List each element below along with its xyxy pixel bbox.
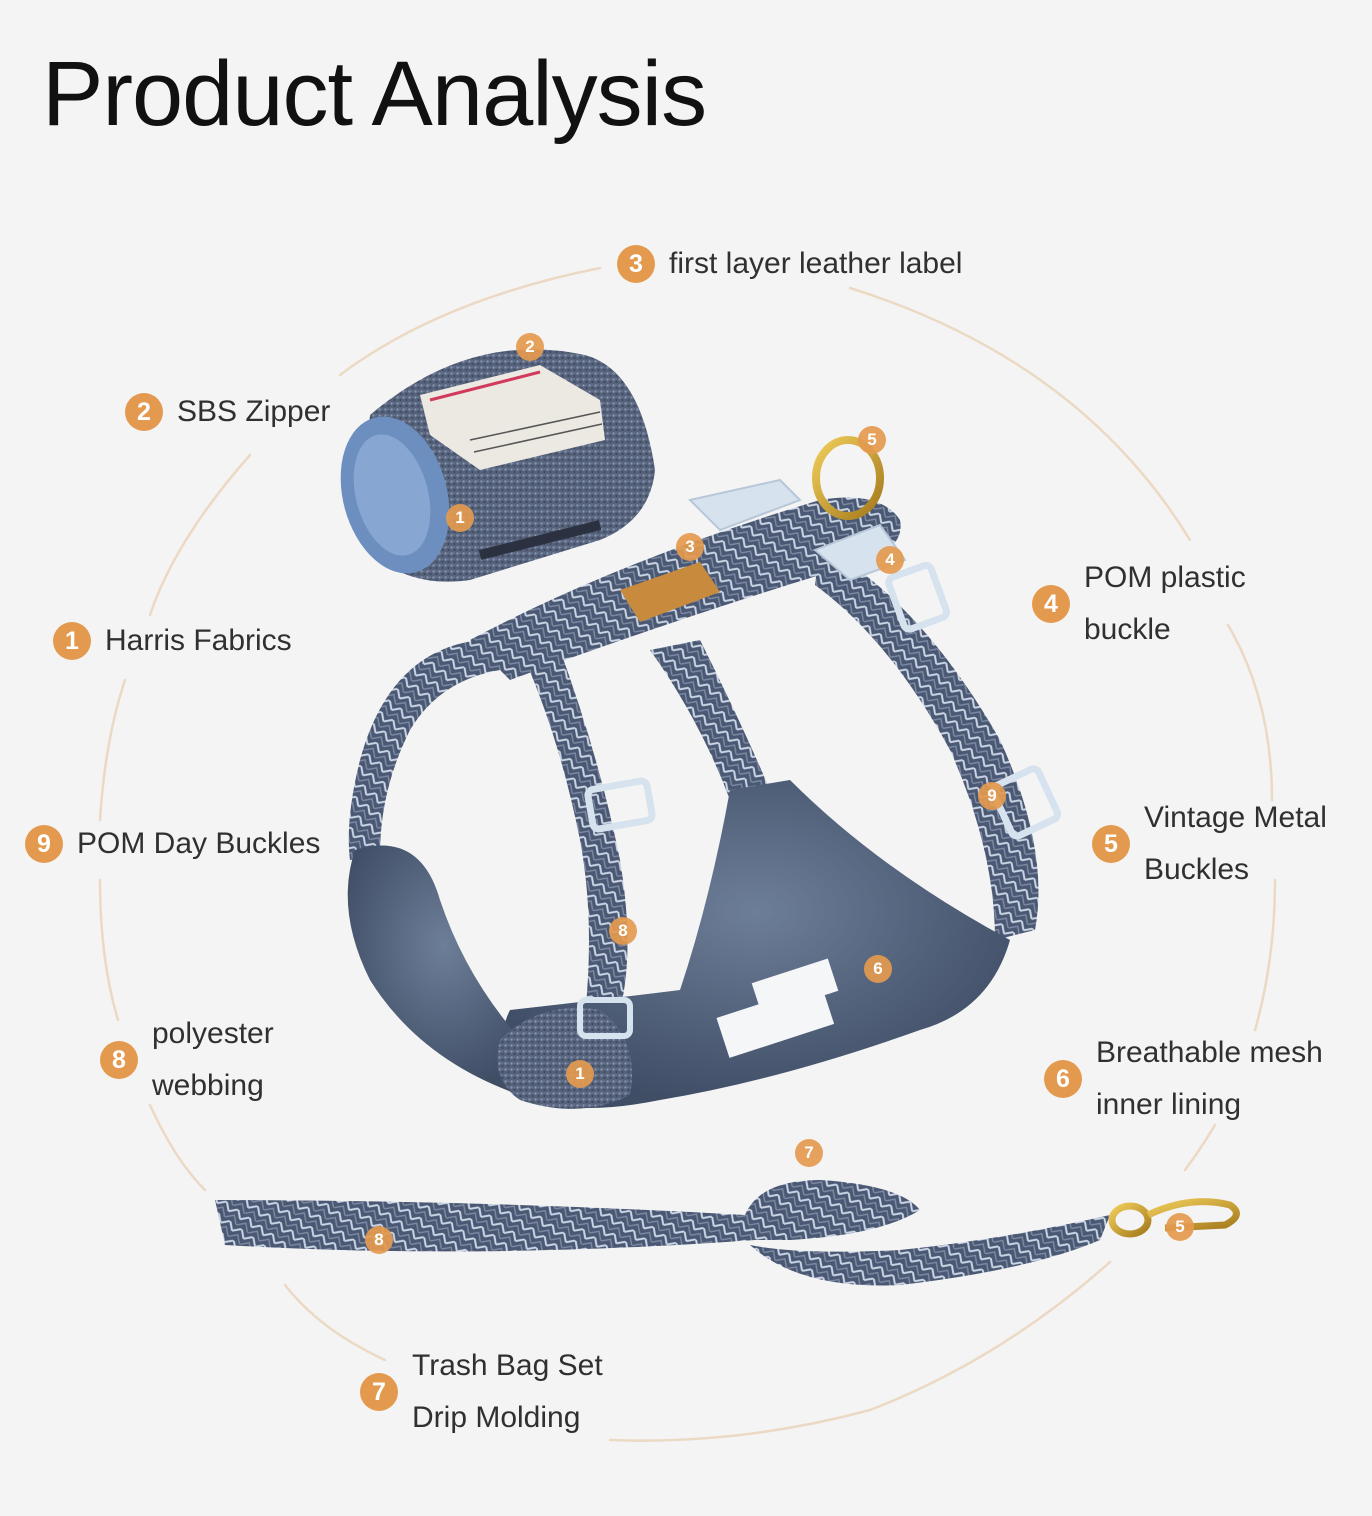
marker-leash-clip: 5 — [1166, 1213, 1194, 1241]
callout-trash-bag-set: 7 Trash Bag Set Drip Molding — [360, 1340, 603, 1444]
callout-label-line: Breathable mesh — [1096, 1036, 1323, 1069]
callout-leather-label: 3 first layer leather label — [617, 238, 962, 290]
callout-polyester-webbing: 8 polyester webbing — [100, 1008, 274, 1112]
callout-label: Trash Bag Set Drip Molding — [412, 1340, 603, 1444]
callout-number-badge: 4 — [1032, 585, 1070, 623]
bag-holder — [340, 349, 655, 582]
marker-plastic-buckle: 4 — [876, 546, 904, 574]
callout-label: POM plastic buckle — [1084, 552, 1246, 656]
marker-drip-molding: 7 — [795, 1139, 823, 1167]
marker-leather-label: 3 — [676, 533, 704, 561]
callout-number-badge: 3 — [617, 245, 655, 283]
callout-label-line: Trash Bag Set — [412, 1349, 603, 1382]
callout-pom-plastic-buckle: 4 POM plastic buckle — [1032, 552, 1246, 656]
callout-number-badge: 2 — [125, 393, 163, 431]
callout-label: Vintage Metal Buckles — [1144, 792, 1327, 896]
callout-label: polyester webbing — [152, 1008, 274, 1112]
callout-label: POM Day Buckles — [77, 827, 321, 860]
marker-leash-webbing: 8 — [365, 1226, 393, 1254]
marker-bag-zipper: 2 — [516, 333, 544, 361]
page-title: Product Analysis — [42, 43, 707, 145]
leash — [215, 1180, 1240, 1286]
callout-number-badge: 5 — [1092, 825, 1130, 863]
callout-label: Breathable mesh inner lining — [1096, 1027, 1323, 1131]
callout-label: SBS Zipper — [177, 395, 331, 428]
callout-number-badge: 7 — [360, 1373, 398, 1411]
callout-label: first layer leather label — [669, 247, 963, 280]
callout-label-line: Vintage Metal — [1144, 801, 1327, 834]
callout-number-badge: 6 — [1044, 1060, 1082, 1098]
marker-day-buckle: 9 — [978, 782, 1006, 810]
callout-label: Harris Fabrics — [105, 624, 292, 657]
callout-breathable-mesh: 6 Breathable mesh inner lining — [1044, 1027, 1323, 1131]
callout-sbs-zipper: 2 SBS Zipper — [125, 386, 330, 438]
callout-vintage-metal-buckles: 5 Vintage Metal Buckles — [1092, 792, 1327, 896]
callout-label-line: buckle — [1084, 613, 1171, 646]
callout-pom-day-buckles: 9 POM Day Buckles — [25, 818, 320, 870]
callout-label-line: Buckles — [1144, 853, 1250, 886]
callout-label-line: polyester — [152, 1017, 274, 1050]
callout-label-line: inner lining — [1096, 1088, 1242, 1121]
callout-label-line: Drip Molding — [412, 1401, 581, 1434]
callout-number-badge: 1 — [53, 622, 91, 660]
marker-d-ring: 5 — [858, 426, 886, 454]
marker-harness-fabric: 1 — [566, 1060, 594, 1088]
marker-bag-fabric: 1 — [446, 504, 474, 532]
callout-number-badge: 8 — [100, 1041, 138, 1079]
marker-harness-webbing: 8 — [609, 917, 637, 945]
harness — [347, 436, 1062, 1109]
callout-label-line: webbing — [152, 1069, 264, 1102]
callout-label-line: POM plastic — [1084, 561, 1246, 594]
marker-mesh-lining: 6 — [864, 955, 892, 983]
callout-harris-fabrics: 1 Harris Fabrics — [53, 615, 292, 667]
callout-number-badge: 9 — [25, 825, 63, 863]
